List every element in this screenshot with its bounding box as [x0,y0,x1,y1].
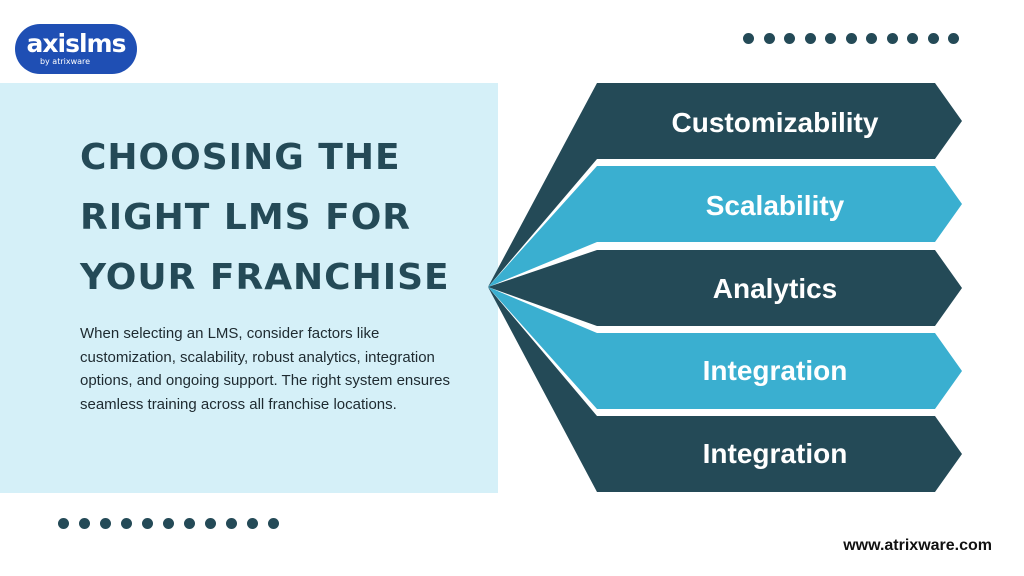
logo-tagline: by atrixware [39,57,91,66]
decorative-dots-top [743,33,959,44]
arrow-integration-1 [488,287,962,409]
label-analytics: Analytics [712,273,838,304]
logo-wordmark: axislms [26,29,127,58]
label-integration-1: Integration [702,355,848,386]
label-scalability: Scalability [705,190,845,221]
label-integration-2: Integration [702,438,848,469]
website-link[interactable]: www.atrixware.com [843,537,992,554]
axislms-logo: axislms by atrixware [15,24,137,74]
arrow-customizability [488,83,962,287]
decorative-dots-bottom [58,518,279,529]
label-customizability: Customizability [671,107,879,138]
page-title: Choosing the Right LMS for Your Franchis… [80,137,450,298]
description-text: When selecting an LMS, consider factors … [80,325,450,413]
info-panel [0,83,498,493]
arrow-scalability [488,166,962,287]
arrow-integration-2 [488,287,962,492]
arrow-analytics [488,250,962,326]
